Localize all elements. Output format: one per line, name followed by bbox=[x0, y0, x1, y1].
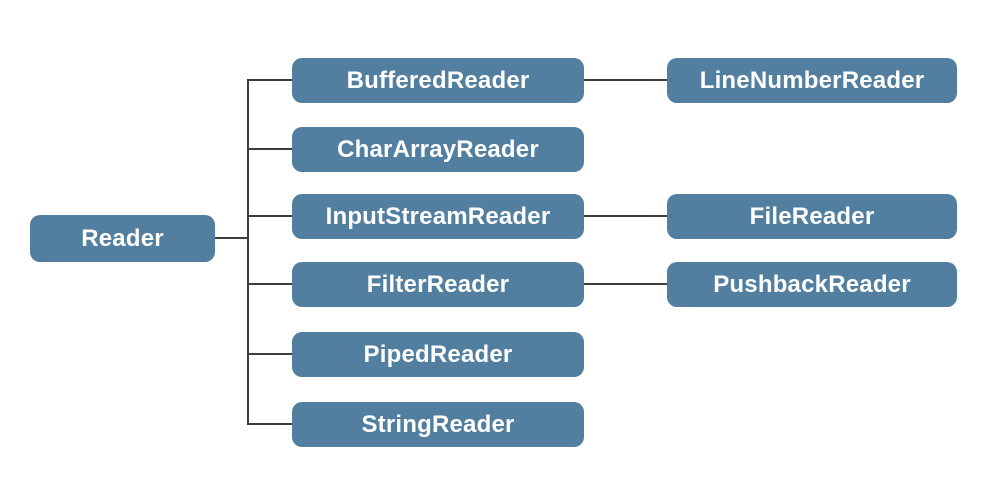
node-string-reader-label: StringReader bbox=[361, 410, 515, 438]
node-buffered-reader: BufferedReader bbox=[292, 58, 584, 103]
node-reader-label: Reader bbox=[81, 224, 164, 252]
edge-inputstreamreader-to-filereader bbox=[584, 215, 667, 217]
node-filter-reader-label: FilterReader bbox=[366, 270, 510, 298]
edge-trunk-to-bufferedreader bbox=[248, 79, 292, 81]
node-input-stream-reader: InputStreamReader bbox=[292, 194, 584, 239]
node-file-reader: FileReader bbox=[667, 194, 957, 239]
node-pushback-reader-label: PushbackReader bbox=[713, 270, 911, 298]
edge-trunk-to-stringreader bbox=[248, 423, 292, 425]
node-pushback-reader: PushbackReader bbox=[667, 262, 957, 307]
node-reader: Reader bbox=[30, 215, 215, 262]
edge-trunk-to-pipedreader bbox=[248, 353, 292, 355]
edge-trunk-vertical bbox=[247, 79, 249, 425]
node-input-stream-reader-label: InputStreamReader bbox=[325, 202, 551, 230]
node-char-array-reader-label: CharArrayReader bbox=[337, 135, 539, 163]
edge-trunk-to-chararrayreader bbox=[248, 148, 292, 150]
edge-trunk-to-inputstreamreader bbox=[248, 215, 292, 217]
node-char-array-reader: CharArrayReader bbox=[292, 127, 584, 172]
node-filter-reader: FilterReader bbox=[292, 262, 584, 307]
node-buffered-reader-label: BufferedReader bbox=[346, 66, 530, 94]
node-piped-reader-label: PipedReader bbox=[363, 340, 513, 368]
node-line-number-reader-label: LineNumberReader bbox=[699, 66, 925, 94]
node-file-reader-label: FileReader bbox=[749, 202, 875, 230]
node-line-number-reader: LineNumberReader bbox=[667, 58, 957, 103]
node-piped-reader: PipedReader bbox=[292, 332, 584, 377]
edge-trunk-to-filterreader bbox=[248, 283, 292, 285]
edge-bufferedreader-to-linenumberreader bbox=[584, 79, 667, 81]
node-string-reader: StringReader bbox=[292, 402, 584, 447]
edge-reader-to-trunk bbox=[215, 237, 248, 239]
edge-filterreader-to-pushbackreader bbox=[584, 283, 667, 285]
